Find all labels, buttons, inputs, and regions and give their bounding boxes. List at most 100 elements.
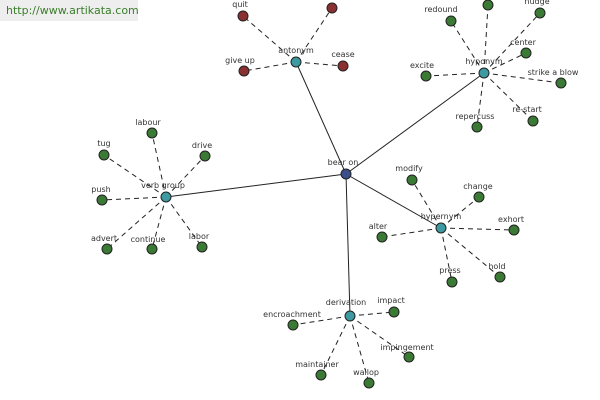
leaf-label-push: push bbox=[91, 185, 110, 194]
category-node-derivation[interactable] bbox=[344, 310, 356, 322]
leaf-node-modify[interactable] bbox=[406, 174, 418, 186]
category-node-hypernym[interactable] bbox=[435, 222, 447, 234]
category-label-antonym: antonym bbox=[278, 46, 314, 55]
leaf-node-advert[interactable] bbox=[101, 243, 113, 255]
edge-hypernym-press bbox=[440, 227, 453, 283]
leaf-label-quit: quit bbox=[232, 0, 248, 9]
leaf-node-quit[interactable] bbox=[237, 10, 249, 22]
leaf-node-impact[interactable] bbox=[388, 306, 400, 318]
leaf-label-re-start: re-start bbox=[512, 105, 542, 114]
leaf-node-re-start[interactable] bbox=[527, 115, 539, 127]
leaf-node-strike-a-blow[interactable] bbox=[555, 77, 567, 89]
leaf-label-impingement: impingement bbox=[380, 343, 433, 352]
leaf-label-press: press bbox=[439, 266, 460, 275]
leaf-label-wallop: wallop bbox=[353, 368, 379, 377]
leaf-label-redound: redound bbox=[424, 5, 457, 14]
leaf-label-maintainer: maintainer bbox=[295, 360, 339, 369]
category-node-verb-group[interactable] bbox=[160, 191, 172, 203]
category-label-hyponym: hyponym bbox=[465, 57, 503, 66]
leaf-label-drive: drive bbox=[192, 141, 212, 150]
center-node[interactable] bbox=[340, 168, 352, 180]
edge-center-hyponym bbox=[345, 72, 485, 175]
edge-center-hypernym bbox=[345, 173, 442, 229]
leaf-label-repercuss: repercuss bbox=[456, 112, 495, 121]
leaf-node-impingement[interactable] bbox=[403, 351, 415, 363]
edge-verb-group-push bbox=[101, 196, 167, 201]
leaf-label-encroachment: encroachment bbox=[263, 310, 321, 319]
leaf-label-excite: excite bbox=[410, 61, 434, 70]
edge-derivation-maintainer bbox=[320, 315, 351, 376]
leaf-node-excite[interactable] bbox=[420, 70, 432, 82]
edge-derivation-impingement bbox=[349, 315, 410, 358]
leaf-node-wallop[interactable] bbox=[363, 377, 375, 389]
leaf-node-continue[interactable] bbox=[146, 243, 158, 255]
leaf-label-exhort: exhort bbox=[498, 215, 524, 224]
edge-hypernym-alter bbox=[381, 227, 442, 238]
leaf-node-push[interactable] bbox=[96, 194, 108, 206]
leaf-label-advert: advert bbox=[91, 234, 117, 243]
edges bbox=[101, 4, 562, 384]
leaf-node-alter[interactable] bbox=[376, 231, 388, 243]
leaf-label-cease: cease bbox=[331, 50, 354, 59]
edge-derivation-encroachment bbox=[292, 315, 351, 326]
leaf-label-modify: modify bbox=[395, 164, 423, 173]
edge-antonym-quit bbox=[242, 15, 297, 63]
edge-hyponym-strike-a-blow bbox=[483, 72, 562, 84]
leaf-label-tug: tug bbox=[97, 139, 110, 148]
leaf-label-center: center bbox=[510, 38, 536, 47]
edge-hypernym-modify bbox=[411, 179, 442, 229]
leaf-node-exhort[interactable] bbox=[508, 224, 520, 236]
leaf-label-hold: hold bbox=[488, 262, 505, 271]
edge-hyponym-redound bbox=[450, 20, 485, 74]
leaf-node-cease[interactable] bbox=[337, 60, 349, 72]
edge-derivation-wallop bbox=[349, 315, 370, 384]
category-label-derivation: derivation bbox=[326, 298, 366, 307]
edge-derivation-impact bbox=[349, 311, 395, 317]
leaf-node-node[interactable] bbox=[482, 0, 494, 11]
edge-hyponym-node bbox=[483, 4, 489, 74]
edge-antonym-node bbox=[295, 7, 333, 63]
leaf-node-encroachment[interactable] bbox=[287, 319, 299, 331]
edge-antonym-cease bbox=[295, 61, 344, 67]
leaf-node-redound[interactable] bbox=[445, 15, 457, 27]
leaf-label-alter: alter bbox=[369, 222, 388, 231]
center-label: bear on bbox=[328, 158, 359, 167]
leaf-label-labor: labor bbox=[189, 232, 210, 241]
leaf-node-maintainer[interactable] bbox=[315, 369, 327, 381]
leaf-node-change[interactable] bbox=[473, 191, 485, 203]
leaf-node-labour[interactable] bbox=[146, 127, 158, 139]
edge-hyponym-re-start bbox=[483, 72, 534, 122]
edge-hypernym-hold bbox=[440, 227, 501, 278]
category-node-antonym[interactable] bbox=[290, 56, 302, 68]
leaf-node-nudge[interactable] bbox=[534, 7, 546, 19]
edge-verb-group-labour bbox=[151, 132, 167, 198]
edge-hyponym-excite bbox=[425, 72, 485, 77]
category-label-verb-group: verb group bbox=[141, 181, 185, 190]
edge-verb-group-advert bbox=[106, 196, 167, 250]
leaf-node-press[interactable] bbox=[446, 276, 458, 288]
edge-center-antonym bbox=[295, 61, 347, 175]
category-node-hyponym[interactable] bbox=[478, 67, 490, 79]
leaf-node-give-up[interactable] bbox=[238, 65, 250, 77]
leaf-node-labor[interactable] bbox=[196, 241, 208, 253]
leaf-label-impact: impact bbox=[377, 296, 405, 305]
leaf-node-node[interactable] bbox=[326, 2, 338, 14]
leaf-node-hold[interactable] bbox=[494, 271, 506, 283]
edge-hypernym-exhort bbox=[440, 227, 515, 231]
leaf-label-strike-a-blow: strike a blow bbox=[528, 68, 579, 77]
edge-verb-group-tug bbox=[103, 154, 167, 198]
leaf-node-center[interactable] bbox=[520, 47, 532, 59]
leaf-node-drive[interactable] bbox=[199, 150, 211, 162]
leaf-label-nudge: nudge bbox=[524, 0, 549, 6]
edge-verb-group-labor bbox=[165, 196, 203, 248]
watermark-url: http://www.artikata.com bbox=[0, 0, 139, 21]
leaf-node-tug[interactable] bbox=[98, 149, 110, 161]
edge-hyponym-repercuss bbox=[476, 72, 485, 128]
category-label-hypernym: hypernym bbox=[421, 212, 462, 221]
leaf-label-change: change bbox=[463, 182, 493, 191]
leaf-label-continue: continue bbox=[131, 235, 166, 244]
leaf-node-repercuss[interactable] bbox=[471, 121, 483, 133]
edge-hyponym-center bbox=[483, 52, 527, 74]
